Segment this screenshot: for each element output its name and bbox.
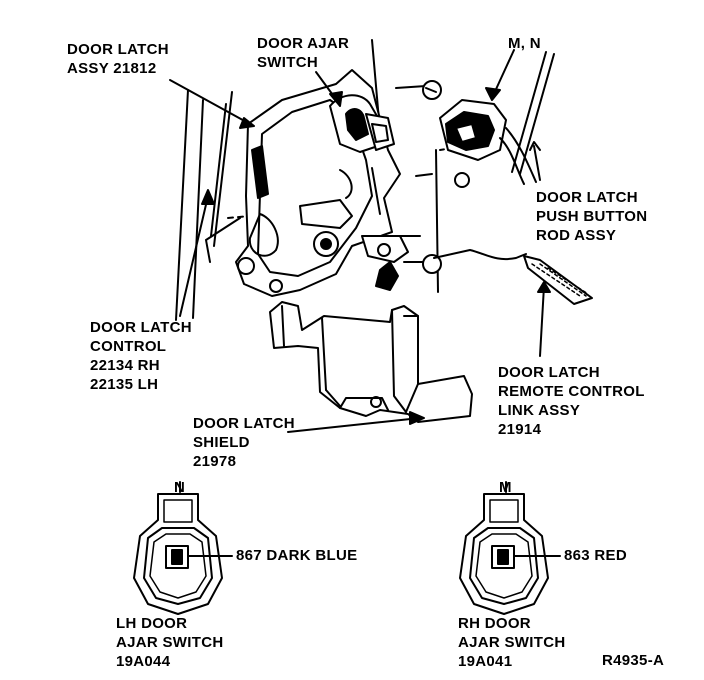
label-line: ROD ASSY [536, 227, 617, 244]
caption-line: 19A041 [458, 653, 513, 670]
lh-connector-letter: N [174, 478, 185, 497]
lh-switch-caption: LH DOOR AJAR SWITCH 19A044 [116, 614, 223, 671]
label-line: 21978 [193, 453, 237, 470]
label-line: CONTROL [90, 338, 167, 355]
label-line: SWITCH [257, 54, 318, 71]
label-door-latch-control: DOOR LATCH CONTROL 22134 RH 22135 LH [90, 318, 192, 394]
connector-letter: N [174, 479, 186, 496]
wire-callout: 867 DARK BLUE [236, 547, 358, 564]
leader-lines [169, 71, 425, 433]
connector-letter: M [499, 479, 512, 496]
rh-switch-caption: RH DOOR AJAR SWITCH 19A041 [458, 614, 565, 671]
label-line: DOOR LATCH [536, 189, 638, 206]
label-m-n: M, N [508, 34, 541, 53]
screws [391, 80, 470, 274]
label-line: 21914 [498, 421, 542, 438]
label-door-latch-shield: DOOR LATCH SHIELD 21978 [193, 414, 295, 471]
label-line: DOOR LATCH [498, 364, 600, 381]
label-line: SHIELD [193, 434, 250, 451]
label-line: DOOR LATCH [67, 41, 169, 58]
label-remote-control-link: DOOR LATCH REMOTE CONTROL LINK ASSY 2191… [498, 363, 645, 439]
caption-line: LH DOOR [116, 615, 188, 632]
remote-control-link [433, 249, 593, 357]
label-line: LINK ASSY [498, 402, 581, 419]
label-line: DOOR LATCH [193, 415, 295, 432]
figure-id: R4935-A [602, 651, 664, 670]
caption-line: AJAR SWITCH [116, 634, 224, 651]
caption-line: RH DOOR [458, 615, 531, 632]
caption-line: AJAR SWITCH [458, 634, 566, 651]
figure-id-text: R4935-A [602, 652, 665, 669]
label-line: DOOR LATCH [90, 319, 192, 336]
label-line: REMOTE CONTROL [498, 383, 645, 400]
push-button-rod [511, 51, 555, 181]
label-line: 22135 LH [90, 376, 159, 393]
caption-line: 19A044 [116, 653, 171, 670]
label-line: 22134 RH [90, 357, 160, 374]
wire-callout: 863 RED [564, 547, 627, 564]
label-push-button-rod: DOOR LATCH PUSH BUTTON ROD ASSY [536, 188, 647, 245]
label-door-ajar-switch: DOOR AJAR SWITCH [257, 34, 349, 72]
label-line: PUSH BUTTON [536, 208, 648, 225]
rh-wire-label: 863 RED [564, 546, 627, 565]
label-line: ASSY 21812 [67, 60, 157, 77]
door-ajar-switch-part [329, 94, 395, 153]
door-latch-assembly [235, 69, 409, 297]
label-door-latch-assy: DOOR LATCH ASSY 21812 [67, 40, 169, 78]
door-latch-shield [269, 301, 473, 423]
harness-connector [439, 49, 537, 185]
lh-wire-label: 867 DARK BLUE [236, 546, 357, 565]
label-line: DOOR AJAR [257, 35, 350, 52]
label-line: M, N [508, 35, 541, 52]
lh-connector-drawing [133, 481, 233, 615]
rh-connector-letter: M [499, 478, 512, 497]
rh-connector-drawing [459, 481, 561, 615]
